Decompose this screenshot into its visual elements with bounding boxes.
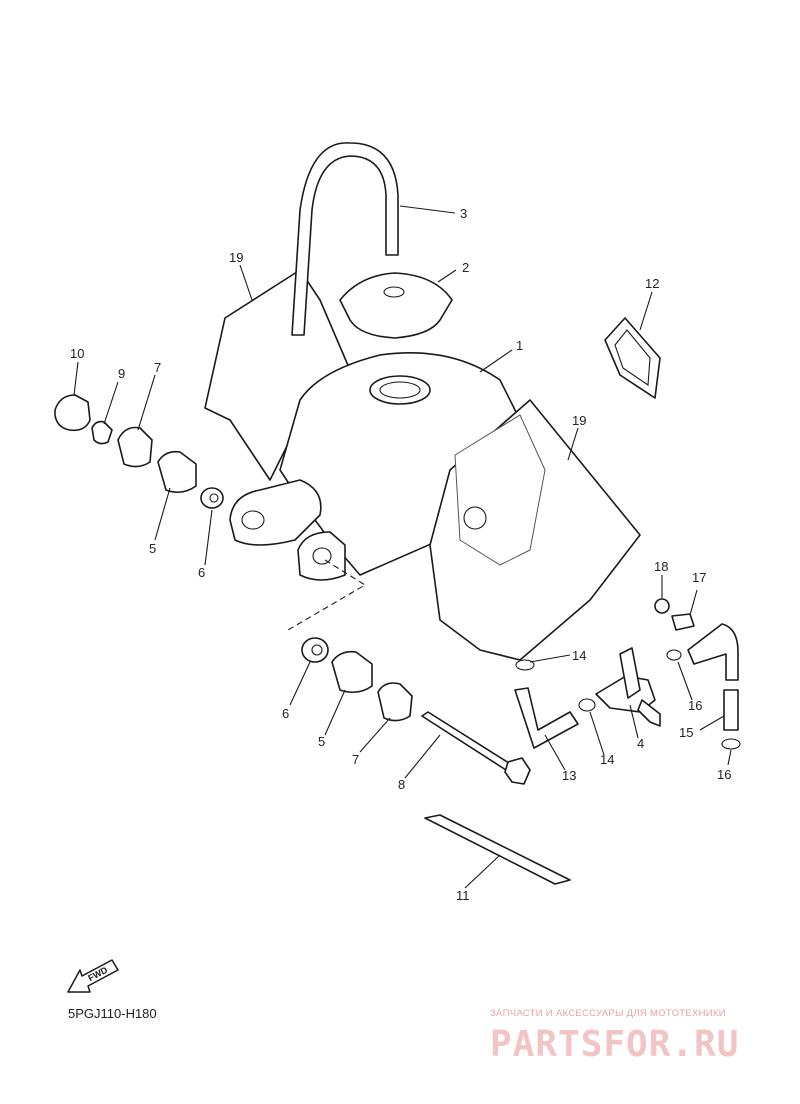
protector-sheet <box>424 814 571 885</box>
collar-small <box>91 420 113 445</box>
callout-7a: 7 <box>154 360 161 375</box>
callout-19a: 19 <box>229 250 243 265</box>
tank-cap <box>339 272 453 339</box>
washer-right <box>301 637 329 663</box>
callout-8: 8 <box>398 777 405 792</box>
vent-clip-lower <box>721 738 741 750</box>
callout-12: 12 <box>645 276 659 291</box>
damper-cap <box>54 394 91 432</box>
washer-left-hole <box>209 493 219 503</box>
hose-clip-lower <box>578 698 596 712</box>
damper-left <box>157 450 197 494</box>
watermark-tagline: ЗАПЧАСТИ И АКСЕССУАРЫ ДЛЯ МОТОТЕХНИКИ <box>490 1008 726 1019</box>
leader-8 <box>404 734 441 779</box>
callout-17: 17 <box>692 570 706 585</box>
hose-clip-upper <box>515 659 535 671</box>
diagram-code: 5PGJ110-H180 <box>68 1006 157 1021</box>
damper-right <box>331 650 373 694</box>
vent-hose-lower <box>723 689 739 731</box>
callout-6a: 6 <box>198 565 205 580</box>
callout-5b: 5 <box>318 734 325 749</box>
leader-6a <box>204 509 213 566</box>
fuel-cock-lever <box>637 699 661 727</box>
callout-2: 2 <box>462 260 469 275</box>
washer-small <box>654 598 670 614</box>
tank-mount-hole-lower <box>312 547 332 565</box>
leader-16a <box>677 661 693 701</box>
leader-7b <box>359 717 391 753</box>
fuel-hose <box>514 687 579 749</box>
callout-16b: 16 <box>717 767 731 782</box>
leader-5b <box>324 689 346 736</box>
washer-right-hole <box>311 644 323 656</box>
tank-emblem <box>463 506 487 530</box>
callout-18: 18 <box>654 559 668 574</box>
leader-15 <box>699 715 725 731</box>
callout-16a: 16 <box>688 698 702 713</box>
tank-mount-hole-upper <box>241 510 265 530</box>
tank-mount-tab-lower <box>297 531 346 581</box>
callout-11: 11 <box>456 888 470 903</box>
callout-13: 13 <box>562 768 576 783</box>
leader-9 <box>103 381 119 425</box>
callout-6b: 6 <box>282 706 289 721</box>
callout-9: 9 <box>118 366 125 381</box>
callout-7b: 7 <box>352 752 359 767</box>
leader-17 <box>689 589 698 616</box>
leader-19b <box>567 427 579 461</box>
leader-19a <box>239 264 253 301</box>
forward-direction-arrow: FWD <box>67 959 119 993</box>
gasket <box>604 317 661 399</box>
leader-12 <box>639 291 653 331</box>
tank-cap-center <box>383 286 405 298</box>
leader-4 <box>629 704 639 739</box>
screw <box>671 613 695 631</box>
callout-5a: 5 <box>149 541 156 556</box>
filler-neck <box>369 375 431 405</box>
leader-14b <box>589 711 605 756</box>
tank-mount-tab-upper <box>229 479 322 546</box>
mount-bolt-head <box>504 757 531 785</box>
vent-hose-upper <box>687 623 739 681</box>
leader-6b <box>289 661 311 706</box>
watermark-logo: PARTSFOR.RU <box>490 1024 740 1065</box>
filler-neck-inner <box>379 381 421 399</box>
alignment-dashed-line <box>287 559 367 631</box>
callout-15: 15 <box>679 725 693 740</box>
leader-1 <box>479 349 513 373</box>
callout-19b: 19 <box>572 413 586 428</box>
callout-1: 1 <box>516 338 523 353</box>
callout-10: 10 <box>70 346 84 361</box>
leader-14a <box>529 654 571 663</box>
leader-11 <box>464 854 501 889</box>
leader-7a <box>137 374 156 431</box>
right-decal <box>454 414 546 566</box>
leader-2 <box>437 269 457 283</box>
collar-right <box>377 682 413 722</box>
callout-14a: 14 <box>572 648 586 663</box>
collar-left <box>117 426 153 468</box>
washer-left <box>200 487 224 509</box>
leader-13 <box>544 734 566 771</box>
leader-10 <box>73 361 79 396</box>
gasket-inner <box>614 329 651 386</box>
breather-hose <box>291 142 399 336</box>
leader-16b <box>727 749 732 766</box>
leader-5a <box>154 487 171 541</box>
callout-14b: 14 <box>600 752 614 767</box>
vent-clip-upper <box>666 649 682 661</box>
callout-3: 3 <box>460 206 467 221</box>
callout-4: 4 <box>637 736 644 751</box>
fuel-cock-plate <box>619 647 641 699</box>
leader-3 <box>399 205 456 214</box>
